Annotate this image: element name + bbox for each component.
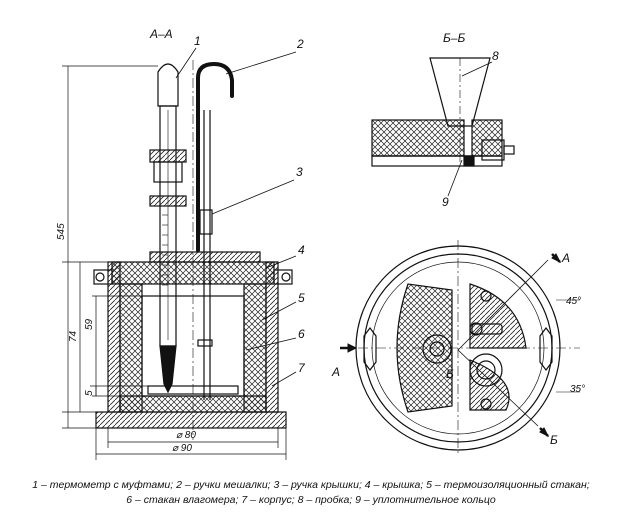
figure-caption: 1 – термометр с муфтами; 2 – ручки мешал…: [8, 478, 614, 508]
thermometer-port: [422, 334, 452, 364]
section-aa-view: [93, 60, 293, 440]
clamp-right: [273, 269, 293, 285]
dimension-diameter-80: ⌀ 80: [176, 430, 196, 441]
callout-9: 9: [442, 195, 449, 209]
leader-lines: [175, 47, 493, 387]
stirrer-port: [469, 353, 503, 387]
dimension-545: 545: [56, 223, 67, 240]
coupling-lower: [149, 195, 187, 207]
angle-35: 35°: [570, 384, 585, 395]
clamp-left: [93, 269, 113, 285]
dimension-59: 59: [84, 318, 95, 330]
cut-arrows: [340, 253, 562, 438]
cut-mark-a-top: А: [561, 251, 570, 265]
plan-view: [340, 240, 580, 456]
section-aa-label: А–А: [149, 27, 173, 41]
callout-7: 7: [298, 361, 306, 375]
callout-1: 1: [194, 34, 201, 48]
caption-line-1: 1 – термометр с муфтами; 2 – ручки мешал…: [32, 479, 590, 491]
lid-handle-plan: [471, 323, 503, 335]
housing-base: [95, 411, 287, 429]
callout-2: 2: [296, 37, 304, 51]
dimension-74: 74: [68, 330, 79, 342]
lid-top: [149, 251, 261, 263]
cut-mark-a-left: А: [331, 365, 340, 379]
cut-mark-b-bottom: Б: [550, 433, 558, 447]
section-bb-view: [371, 57, 515, 167]
callout-5: 5: [298, 291, 305, 305]
lid-leaf-right: [469, 283, 527, 349]
section-bb-label: Б–Б: [443, 31, 465, 45]
dimension-diameter-90: ⌀ 90: [172, 443, 192, 454]
thermometer-head: [157, 63, 179, 107]
dimension-5: 5: [84, 390, 95, 396]
cut-mark-b-center: Б: [446, 367, 454, 381]
angle-45: 45°: [566, 296, 581, 307]
lid-handle: [199, 209, 213, 235]
coupling-upper: [149, 149, 187, 163]
callout-8: 8: [492, 49, 499, 63]
thermometer-bulb: [159, 345, 177, 394]
dimension-lines-aa: [62, 65, 287, 460]
callout-3: 3: [296, 165, 303, 179]
plug: [429, 57, 491, 127]
technical-drawing: А–А Б–Б 1 2 3 4 5 6 7 8 9 545 74 59 5 ⌀ …: [56, 27, 585, 460]
lid-leaf-left: [396, 283, 453, 413]
stirrer-handle: [196, 61, 234, 252]
caption-line-2: 6 – стакан влагомера; 7 – корпус; 8 – пр…: [126, 494, 496, 506]
callout-6: 6: [298, 327, 305, 341]
insulation-cup-left: [119, 283, 143, 413]
sealing-ring: [463, 155, 475, 167]
callout-4: 4: [298, 243, 305, 257]
